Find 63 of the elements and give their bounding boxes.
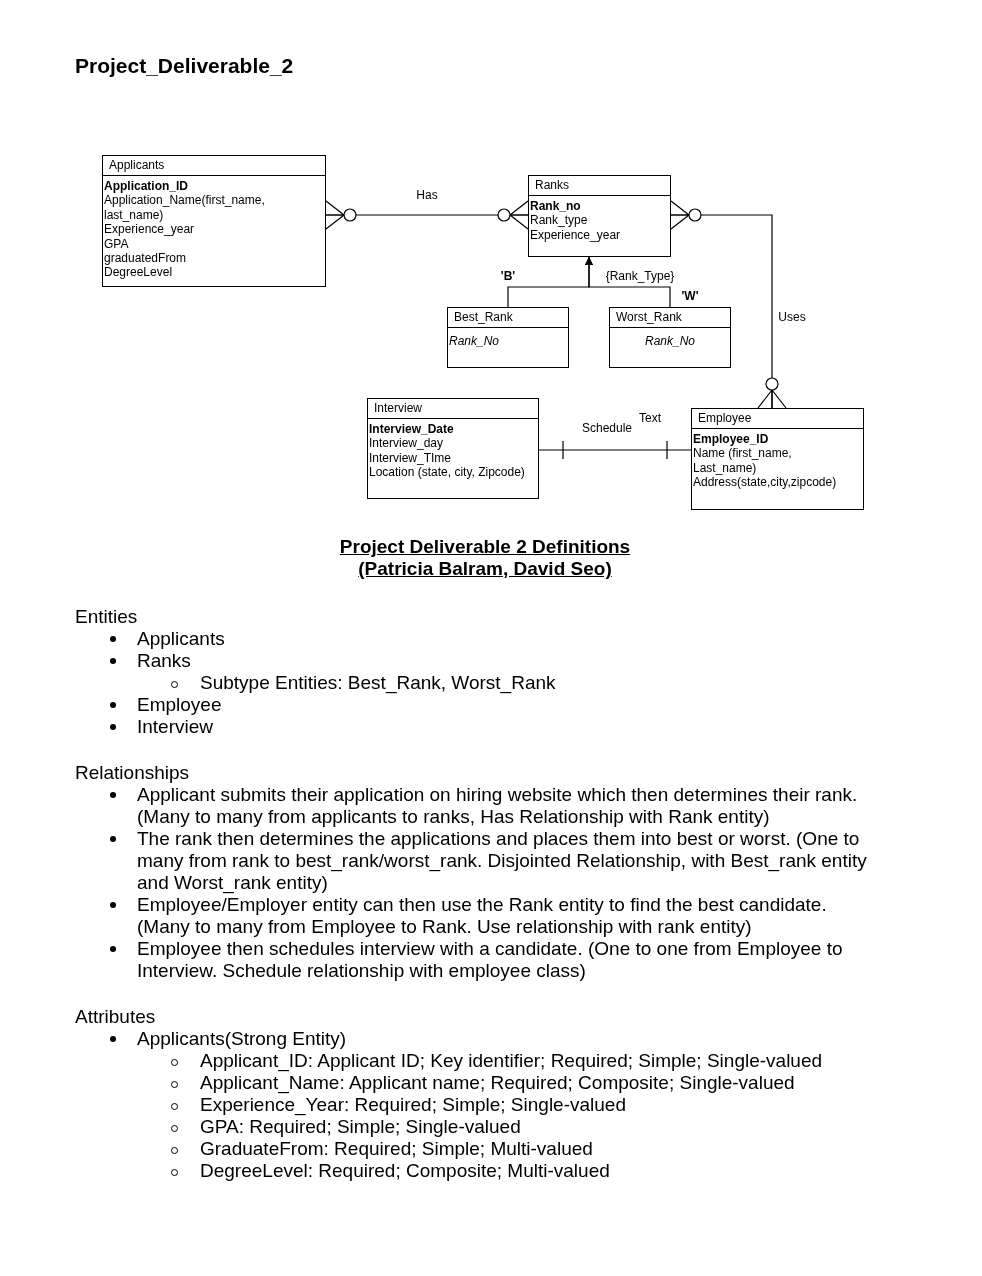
entity-name: Employee [698,411,752,426]
key-attribute: Application_ID [104,179,189,194]
attribute-text: Application_Name(first_name, last_name) [104,193,266,223]
section-heading: Relationships [75,762,190,784]
key-attribute: Rank_No [449,333,501,350]
diagram-label: Text [637,411,663,425]
entity-name: Best_Rank [454,310,513,325]
entity-box [609,307,731,368]
entity-name: Applicants [109,158,165,173]
list-item-text: Employee [137,694,223,716]
entity-name: Ranks [535,178,569,193]
list-item-text: Applicant submits their application on hiring website which then determines their rank. (Many to many from applicants to ranks, Has Relationship with Rank entity) [137,784,859,828]
list-item-text: Interview [137,716,215,738]
key-attribute: Interview_Date [369,422,455,437]
attribute-text: Rank_type [530,213,589,228]
section-heading: Attributes [75,1006,156,1028]
entity-box [102,155,326,287]
list-item-text: Ranks [137,650,192,672]
entity-box [528,175,671,257]
document-heading: (Patricia Balram, David Seo) [358,558,612,580]
entity-name: Worst_Rank [616,310,682,325]
document-heading: Project Deliverable 2 Definitions [339,536,631,558]
list-item-text: GraduateFrom: Required; Simple; Multi-valued [200,1138,594,1160]
arrow [585,256,671,308]
entity-name: Interview [374,401,423,416]
subtype-label: 'B' [498,269,518,283]
diagram-label: {Rank_Type} [603,269,677,283]
key-attribute: Rank_no [530,199,582,214]
entity-box [447,307,569,368]
edge-label: Has [414,188,440,202]
key-attribute: Employee_ID [693,432,770,447]
list-item-text: GPA: Required; Simple; Single-valued [200,1116,522,1138]
list-item-text: Experience_Year: Required; Simple; Single-valued [200,1094,627,1116]
edge-label: Uses [776,310,808,324]
attribute-text: GPA [104,236,130,252]
subtype-label: 'W' [679,289,701,303]
list-item-text: Applicants [137,628,226,650]
list-item-text: Applicant_Name: Applicant name; Required; Composite; Single-valued [200,1072,796,1094]
entity-box [691,408,864,510]
attribute-text: Interview_day [369,436,445,451]
list-item-text: Employee/Employer entity can then use the Rank entity to find the best candidate. (Many to many from Employee to Rank. Use relationship with rank entity) [137,894,828,938]
list-item-text: Employee then schedules interview with a candidate. (One to one from Employee to Interview. Schedule relationship with employee class) [137,938,844,982]
attribute-text: Address(state,city,zipcode) [693,475,838,490]
edge-label: Schedule [580,421,634,435]
key-attribute: Rank_No [644,333,696,350]
list-item-text: Applicant_ID: Applicant ID; Key identifier; Required; Simple; Single-valued [200,1050,824,1072]
attribute-text: Location (state, city, Zipcode) [369,465,526,480]
list-item-text: Subtype Entities: Best_Rank, Worst_Rank [200,672,557,694]
list-item-text: The rank then determines the applications and places them into best or worst. (One to many from rank to best_rank/worst_rank. Disjointed Relationship, with Best_rank entity and Worst_rank entity) [137,828,868,894]
attribute-text: graduatedFrom [104,251,188,266]
attribute-text: Experience_year [104,222,196,237]
relationship-line [325,200,529,230]
attribute-text: Interview_TIme [369,450,453,466]
page-title: Project_Deliverable_2 [75,53,294,79]
relationship-line [670,200,787,409]
entity-box [367,398,539,499]
attribute-text: Name (first_name, Last_name) [693,446,793,476]
attribute-text: DegreeLevel [104,265,174,280]
list-item-text: DegreeLevel: Required; Composite; Multi-valued [200,1160,611,1182]
section-heading: Entities [75,606,138,628]
list-item-text: Applicants(Strong Entity) [137,1028,348,1050]
relationship-line [538,440,692,460]
attribute-text: Experience_year [530,227,622,243]
